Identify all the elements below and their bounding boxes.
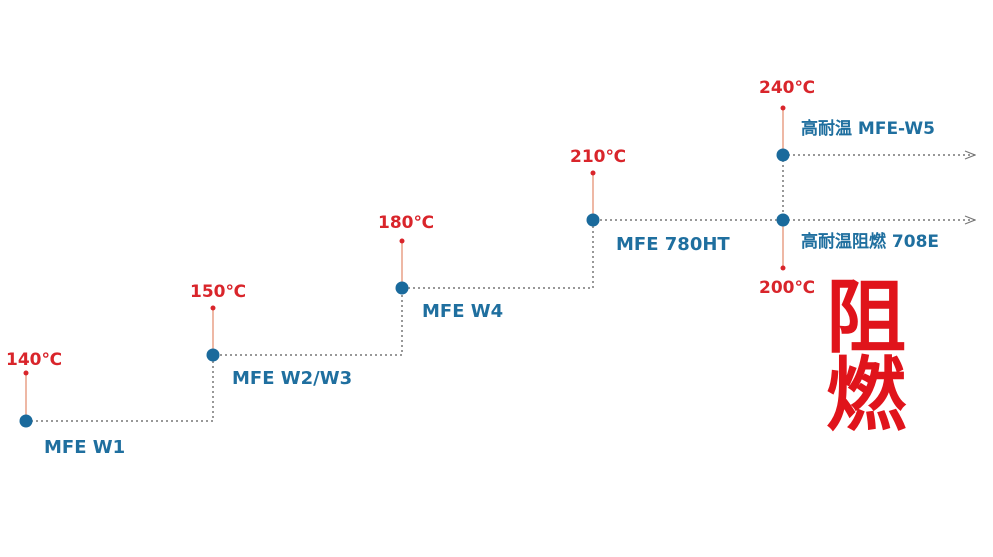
temp-label-150: 150℃: [190, 282, 247, 302]
temp-label-180: 180℃: [378, 213, 435, 233]
node-180: [395, 281, 409, 295]
flame-retardant-char-1: 阻: [826, 271, 906, 364]
stem-tip-180: [399, 238, 405, 244]
product-label-w5: 高耐温 MFE-W5: [801, 119, 935, 139]
product-label-708e: 高耐温阻燃 708E: [801, 232, 940, 252]
product-label-w4: MFE W4: [422, 301, 504, 322]
stem-tip-140: [23, 370, 29, 376]
step-path: [26, 219, 783, 422]
node-140: [19, 414, 33, 428]
stems: [25, 108, 784, 421]
stem-tip-200: [780, 265, 786, 271]
temp-label-200: 200℃: [759, 278, 816, 298]
node-200: [776, 213, 790, 227]
stem-tip-210: [590, 170, 596, 176]
temp-label-240: 240℃: [759, 78, 816, 98]
temp-label-140: 140℃: [6, 350, 63, 370]
flame-retardant-char-2: 燃: [826, 349, 906, 442]
product-label-w2-w3: MFE W2/W3: [232, 368, 353, 389]
node-210: [586, 213, 600, 227]
stem-tip-240: [780, 105, 786, 111]
product-label-w1: MFE W1: [44, 437, 126, 458]
temp-label-210: 210℃: [570, 147, 627, 167]
node-150: [206, 348, 220, 362]
stem-tip-150: [210, 305, 216, 311]
node-240: [776, 148, 790, 162]
nodes: [19, 148, 790, 428]
stem-tips: [23, 105, 786, 376]
product-label-780ht: MFE 780HT: [616, 234, 730, 255]
